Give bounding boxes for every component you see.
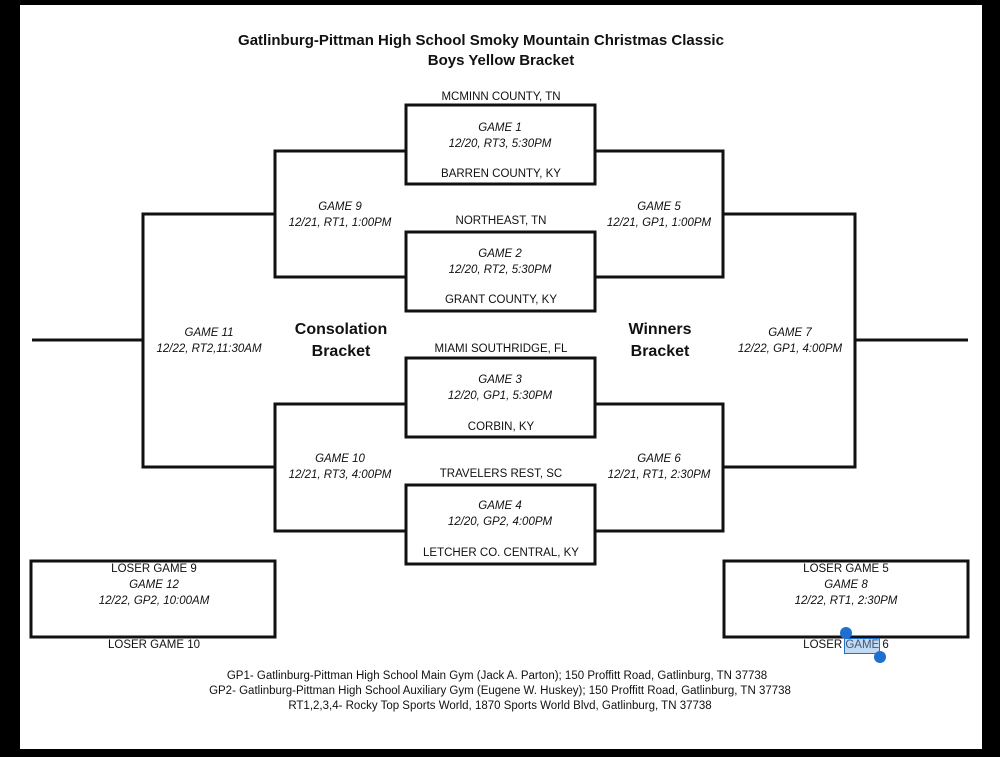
game-11-name: GAME 11: [184, 327, 234, 339]
game-5-name: GAME 5: [637, 201, 681, 213]
footer-gp1: GP1- Gatlinburg-Pittman High School Main…: [226, 670, 768, 682]
loser-game-5: LOSER GAME 5: [803, 563, 889, 575]
consolation-label-line-2: Bracket: [311, 343, 371, 360]
bracket-page: Gatlinburg-Pittman High School Smoky Mou…: [20, 5, 982, 749]
game-3-label: GAME 3 12/20, GP1, 5:30PM: [448, 372, 552, 404]
game-10-label: GAME 10 12/21, RT3, 4:00PM: [289, 451, 392, 483]
game-1-name: GAME 1: [478, 122, 522, 134]
game-2-name: GAME 2: [478, 248, 522, 260]
consolation-label-line-1: Consolation: [294, 321, 388, 338]
title-line-1: Gatlinburg-Pittman High School Smoky Mou…: [238, 32, 724, 49]
game-4-box: [404, 483, 597, 566]
game-9-info: 12/21, RT1, 1:00PM: [288, 217, 392, 229]
footer-gp2: GP2- Gatlinburg-Pittman High School Auxi…: [209, 685, 791, 697]
game-12-name: GAME 12: [129, 579, 179, 591]
game-10-name: GAME 10: [315, 453, 365, 465]
game-1-label: GAME 1 12/20, RT3, 5:30PM: [449, 120, 552, 152]
game-12-info: 12/22, GP2, 10:00AM: [98, 595, 210, 607]
game-11-label: GAME 11 12/22, RT2,11:30AM: [156, 325, 261, 357]
footer-rt: RT1,2,3,4- Rocky Top Sports World, 1870 …: [288, 700, 712, 712]
winners-bracket-label: Winners Bracket: [629, 319, 692, 363]
game-9-name: GAME 9: [318, 201, 362, 213]
game-11-info: 12/22, RT2,11:30AM: [156, 343, 262, 355]
loser-game-10: LOSER GAME 10: [107, 639, 201, 651]
game-1-box: [404, 103, 597, 186]
team-letcher-co-central: LETCHER CO. CENTRAL, KY: [423, 547, 579, 559]
game-8-info: 12/22, RT1, 2:30PM: [794, 595, 898, 607]
game-6-info: 12/21, RT1, 2:30PM: [607, 469, 711, 481]
team-barren-county: BARREN COUNTY, KY: [441, 168, 561, 180]
game-5-label: GAME 5 12/21, GP1, 1:00PM: [607, 199, 711, 231]
game-6-name: GAME 6: [637, 453, 681, 465]
game-5-info: 12/21, GP1, 1:00PM: [606, 217, 712, 229]
game-8-label: LOSER GAME 5 GAME 8 12/22, RT1, 2:30PM: [795, 561, 898, 609]
loser-game-6[interactable]: LOSER GAME 6: [803, 639, 889, 651]
selection-end-handle[interactable]: [874, 651, 886, 663]
game-8-name: GAME 8: [824, 579, 868, 591]
game-3-box: [404, 356, 597, 439]
game-4-label: GAME 4 12/20, GP2, 4:00PM: [448, 498, 552, 530]
consolation-bracket-label: Consolation Bracket: [295, 319, 387, 363]
title-line-2: Boys Yellow Bracket: [427, 52, 575, 69]
game-4-info: 12/20, GP2, 4:00PM: [447, 516, 553, 528]
selection-start-handle[interactable]: [840, 627, 852, 639]
team-grant-county: GRANT COUNTY, KY: [444, 294, 558, 306]
game-7-label: GAME 7 12/22, GP1, 4:00PM: [738, 325, 842, 357]
game-12-label: LOSER GAME 9 GAME 12 12/22, GP2, 10:00AM: [99, 561, 210, 609]
team-corbin: CORBIN, KY: [467, 421, 535, 433]
team-northeast: NORTHEAST, TN: [455, 215, 547, 227]
bracket-lines: [29, 103, 970, 639]
game-7-info: 12/22, GP1, 4:00PM: [737, 343, 843, 355]
winners-label-line-1: Winners: [628, 321, 692, 338]
game-1-info: 12/20, RT3, 5:30PM: [448, 138, 552, 150]
winners-label-line-2: Bracket: [630, 343, 690, 360]
text-selection-highlight[interactable]: [844, 638, 880, 654]
game-6-label: GAME 6 12/21, RT1, 2:30PM: [608, 451, 711, 483]
game-3-name: GAME 3: [478, 374, 522, 386]
game-3-info: 12/20, GP1, 5:30PM: [447, 390, 553, 402]
game-7-name: GAME 7: [768, 327, 812, 339]
loser-game-9: LOSER GAME 9: [111, 563, 197, 575]
game-9-label: GAME 9 12/21, RT1, 1:00PM: [289, 199, 392, 231]
game-10-info: 12/21, RT3, 4:00PM: [288, 469, 392, 481]
team-mcminn-county: MCMINN COUNTY, TN: [441, 91, 561, 103]
game-2-box: [404, 230, 597, 313]
game-2-info: 12/20, RT2, 5:30PM: [448, 264, 552, 276]
game-2-label: GAME 2 12/20, RT2, 5:30PM: [449, 246, 552, 278]
team-miami-southridge: MIAMI SOUTHRIDGE, FL: [434, 343, 568, 355]
game-12-box: [29, 559, 277, 639]
game-4-name: GAME 4: [478, 500, 522, 512]
team-travelers-rest: TRAVELERS REST, SC: [439, 468, 563, 480]
